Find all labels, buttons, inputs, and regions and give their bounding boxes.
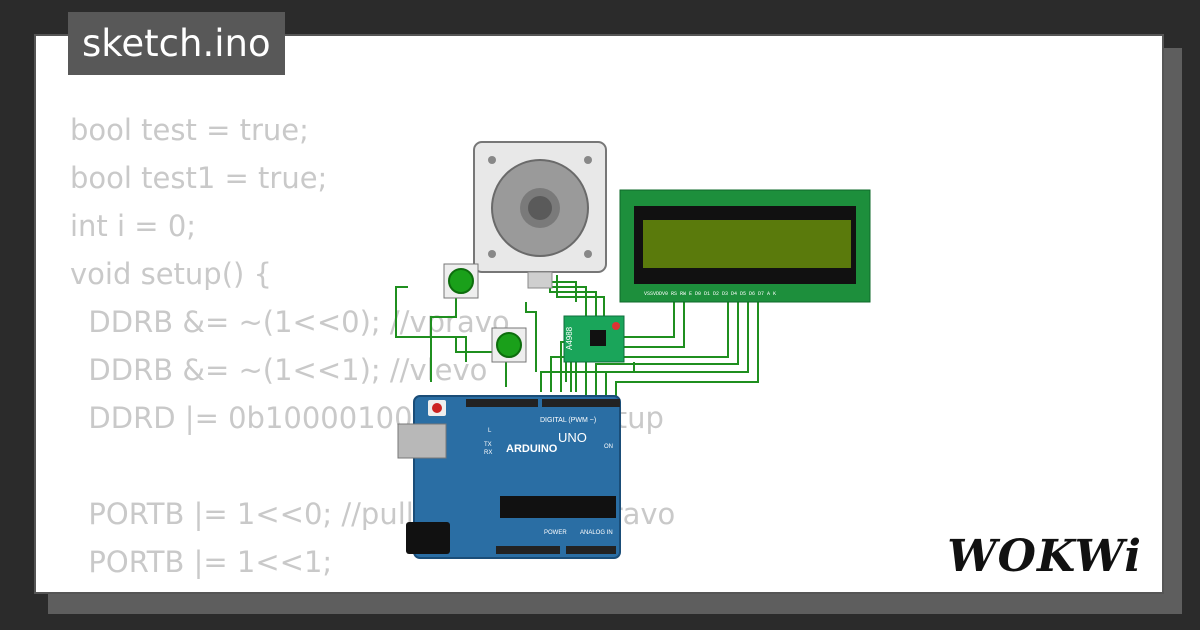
code-line: PORTB |= 1<<1; <box>70 545 333 579</box>
stepper-motor[interactable] <box>473 141 607 289</box>
code-line: bool test = true; <box>70 113 309 147</box>
code-line: void setup() { <box>70 257 272 291</box>
pushbutton-1[interactable] <box>443 263 479 299</box>
project-card: bool test = true; bool test1 = true; int i… <box>34 34 1164 594</box>
arduino-uno[interactable]: ARDUINO UNO DIGITAL (PWM ~) POWER ANALOG… <box>397 395 621 559</box>
circuit-diagram[interactable]: A4988 VSSVDDV0 RS RW E D0 D1 D2 D3 D4 D5… <box>376 102 896 562</box>
digital-header-label: DIGITAL (PWM ~) <box>540 417 596 424</box>
code-line: DDRB &= ~(1<<1); //vlevo <box>70 353 488 387</box>
file-tab[interactable]: sketch.ino <box>68 12 285 75</box>
code-line: bool test1 = true; <box>70 161 328 195</box>
tx-led-label: TX <box>484 442 492 448</box>
on-led-label: ON <box>604 444 613 450</box>
pushbutton-2[interactable] <box>491 327 527 363</box>
wokwi-logo: WOKWi <box>947 531 1142 582</box>
arduino-brand: ARDUINO <box>506 443 558 455</box>
a4988-driver[interactable]: A4988 <box>563 315 625 363</box>
l-led-label: L <box>488 428 492 434</box>
rx-led-label: RX <box>484 450 492 456</box>
lcd-pin-labels: VSSVDDV0 RS RW E D0 D1 D2 D3 D4 D5 D6 D7… <box>644 291 776 297</box>
driver-label: A4988 <box>565 326 574 350</box>
code-line: int i = 0; <box>70 209 197 243</box>
arduino-model: UNO <box>558 430 587 445</box>
code-line: DDRB &= ~(1<<0); //vpravo <box>70 305 510 339</box>
lcd-display[interactable]: VSSVDDV0 RS RW E D0 D1 D2 D3 D4 D5 D6 D7… <box>619 189 871 303</box>
analog-header-label: ANALOG IN <box>580 530 613 536</box>
power-header-label: POWER <box>544 530 567 536</box>
